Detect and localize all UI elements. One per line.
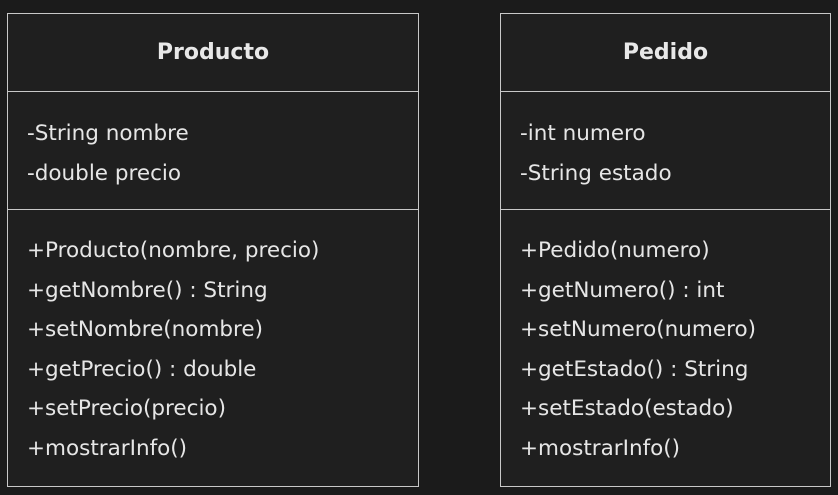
method: +getNumero() : int [520,277,725,303]
attributes-section: -String nombre -double precio [8,92,418,210]
class-producto: Producto -String nombre -double precio +… [7,13,419,487]
class-pedido: Pedido -int numero -String estado +Pedid… [500,13,831,487]
class-name: Pedido [622,40,709,65]
method: +getPrecio() : double [27,356,257,382]
method: +mostrarInfo() [520,435,681,461]
class-name: Producto [156,40,270,65]
attribute: -String nombre [27,121,189,146]
methods-section: +Pedido(numero) +getNumero() : int +setN… [501,210,830,468]
attribute: -double precio [27,160,182,186]
methods-section: +Producto(nombre, precio) +getNombre() :… [8,210,418,468]
method: +getEstado() : String [520,356,749,382]
attribute: -String estado [520,160,672,186]
method: +Producto(nombre, precio) [27,238,320,263]
method: +getNombre() : String [27,277,268,303]
method: +setNumero(numero) [520,317,756,342]
method: +setPrecio(precio) [27,396,226,421]
class-header: Producto [8,14,418,92]
attributes-section: -int numero -String estado [501,92,830,210]
class-header: Pedido [501,14,830,92]
method: +setEstado(estado) [520,396,734,421]
method: +setNombre(nombre) [27,317,264,342]
method: +Pedido(numero) [520,238,710,263]
attribute: -int numero [520,121,646,146]
method: +mostrarInfo() [27,435,188,461]
